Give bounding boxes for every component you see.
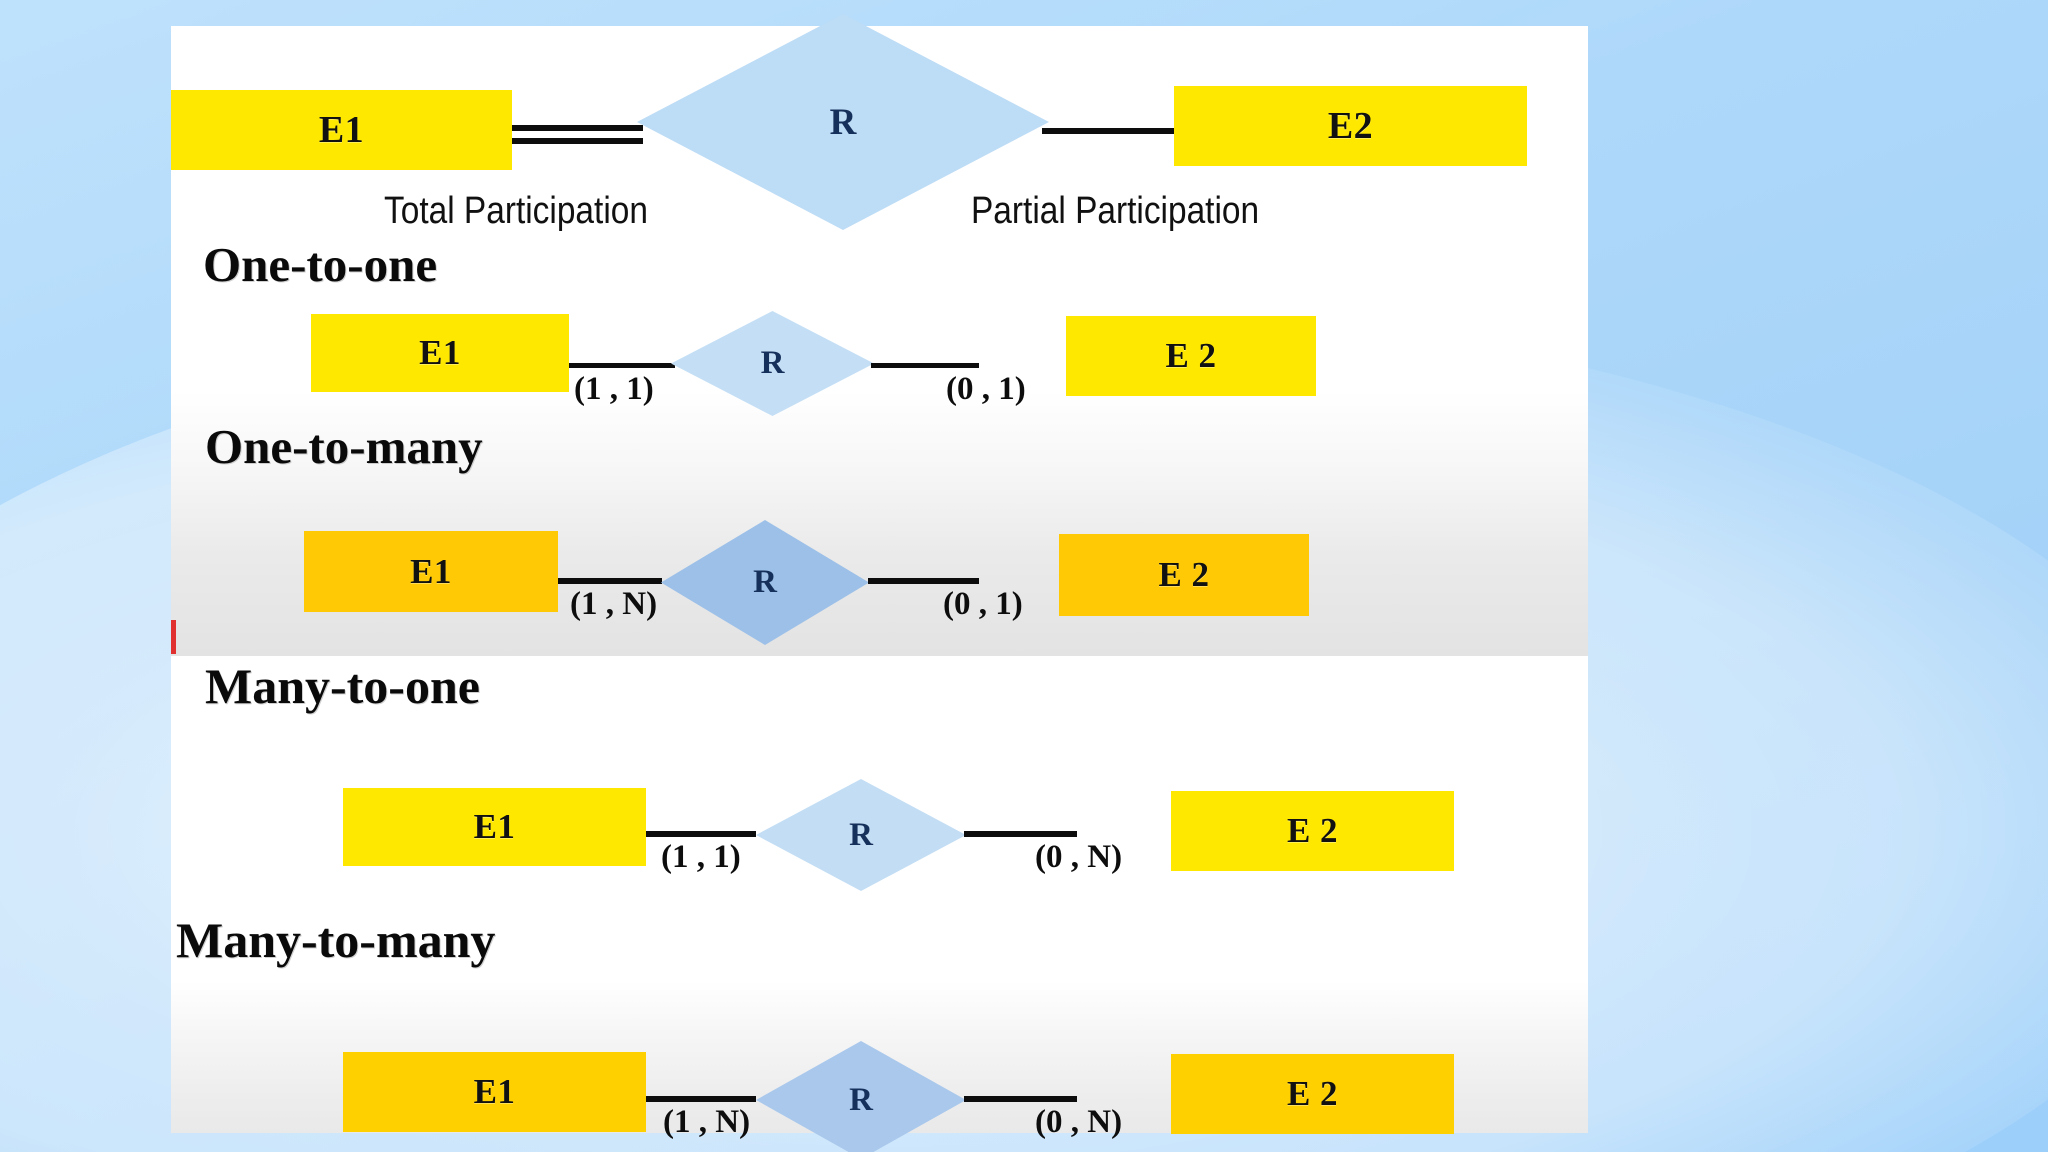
diamond-shape-icon bbox=[661, 520, 869, 645]
one-to-one-entity-left: E1 bbox=[311, 314, 569, 392]
entity-label: E1 bbox=[410, 551, 452, 591]
one-to-many-cardinality-right: (0 , 1) bbox=[943, 586, 1023, 622]
one-to-one-line-left bbox=[569, 363, 675, 368]
total-participation-caption: Total Participation bbox=[384, 190, 648, 232]
many-to-one-relationship-diamond: R bbox=[756, 779, 966, 891]
section-title-many-to-one: Many-to-one bbox=[205, 658, 480, 714]
many-to-one-entity-left: E1 bbox=[343, 788, 646, 866]
one-to-one-cardinality-left: (1 , 1) bbox=[574, 371, 654, 407]
many-to-one-entity-right: E 2 bbox=[1171, 791, 1454, 871]
entity-label: E 2 bbox=[1286, 1074, 1339, 1113]
one-to-many-cardinality-left: (1 , N) bbox=[570, 586, 658, 622]
section-title-many-to-many: Many-to-many bbox=[176, 912, 496, 968]
entity-label: E1 bbox=[419, 333, 461, 372]
entity-label: E1 bbox=[473, 1072, 516, 1111]
many-to-many-entity-right: E 2 bbox=[1171, 1054, 1454, 1134]
many-to-many-entity-left: E1 bbox=[343, 1052, 646, 1132]
one-to-one-relationship-diamond: R bbox=[671, 311, 874, 416]
one-to-many-line-left bbox=[558, 578, 662, 584]
relationship-label: R bbox=[849, 1081, 873, 1118]
section-title-one-to-one: One-to-one bbox=[203, 237, 438, 292]
section-title-one-to-many: One-to-many bbox=[205, 419, 483, 474]
entity-label: E 2 bbox=[1165, 336, 1217, 375]
diamond-shape-icon bbox=[637, 14, 1049, 230]
many-to-many-cardinality-left: (1 , N) bbox=[663, 1104, 751, 1140]
relationship-label: R bbox=[753, 564, 777, 600]
many-to-many-line-left bbox=[646, 1096, 756, 1102]
entity-label: E2 bbox=[1327, 105, 1374, 147]
total-participation-line-upper bbox=[512, 125, 643, 131]
many-to-many-line-right bbox=[964, 1096, 1077, 1102]
one-to-one-cardinality-right: (0 , 1) bbox=[946, 371, 1026, 407]
entity-label: E 2 bbox=[1158, 555, 1210, 594]
many-to-one-line-left bbox=[646, 831, 756, 837]
diamond-shape-icon bbox=[671, 311, 874, 416]
many-to-many-relationship-diamond: R bbox=[756, 1041, 966, 1152]
entity-label: E1 bbox=[318, 109, 365, 151]
participation-entity-left: E1 bbox=[171, 90, 512, 170]
one-to-many-entity-left: E1 bbox=[304, 531, 558, 612]
partial-participation-line bbox=[1042, 128, 1176, 134]
partial-participation-caption: Partial Participation bbox=[971, 190, 1260, 232]
content-panel: E1 R E2 Total Participation Partial Part… bbox=[171, 14, 1588, 1152]
one-to-many-line-right bbox=[868, 578, 979, 584]
total-participation-line-lower bbox=[512, 138, 643, 144]
one-to-one-line-right bbox=[871, 363, 979, 368]
one-to-many-relationship-diamond: R bbox=[661, 520, 869, 645]
red-edge-marker bbox=[171, 620, 176, 654]
many-to-one-cardinality-right: (0 , N) bbox=[1035, 839, 1123, 875]
diamond-shape-icon bbox=[756, 779, 966, 891]
many-to-one-cardinality-left: (1 , 1) bbox=[661, 839, 741, 875]
one-to-many-entity-right: E 2 bbox=[1059, 534, 1309, 616]
diamond-shape-icon bbox=[756, 1041, 966, 1152]
participation-entity-right: E2 bbox=[1174, 86, 1527, 166]
relationship-label: R bbox=[829, 101, 857, 143]
entity-label: E 2 bbox=[1286, 811, 1339, 850]
one-to-one-entity-right: E 2 bbox=[1066, 316, 1316, 396]
relationship-label: R bbox=[849, 816, 873, 853]
many-to-many-cardinality-right: (0 , N) bbox=[1035, 1104, 1123, 1140]
many-to-one-line-right bbox=[964, 831, 1077, 837]
relationship-label: R bbox=[760, 345, 785, 381]
entity-label: E1 bbox=[473, 807, 516, 846]
participation-relationship-diamond: R bbox=[637, 14, 1049, 230]
